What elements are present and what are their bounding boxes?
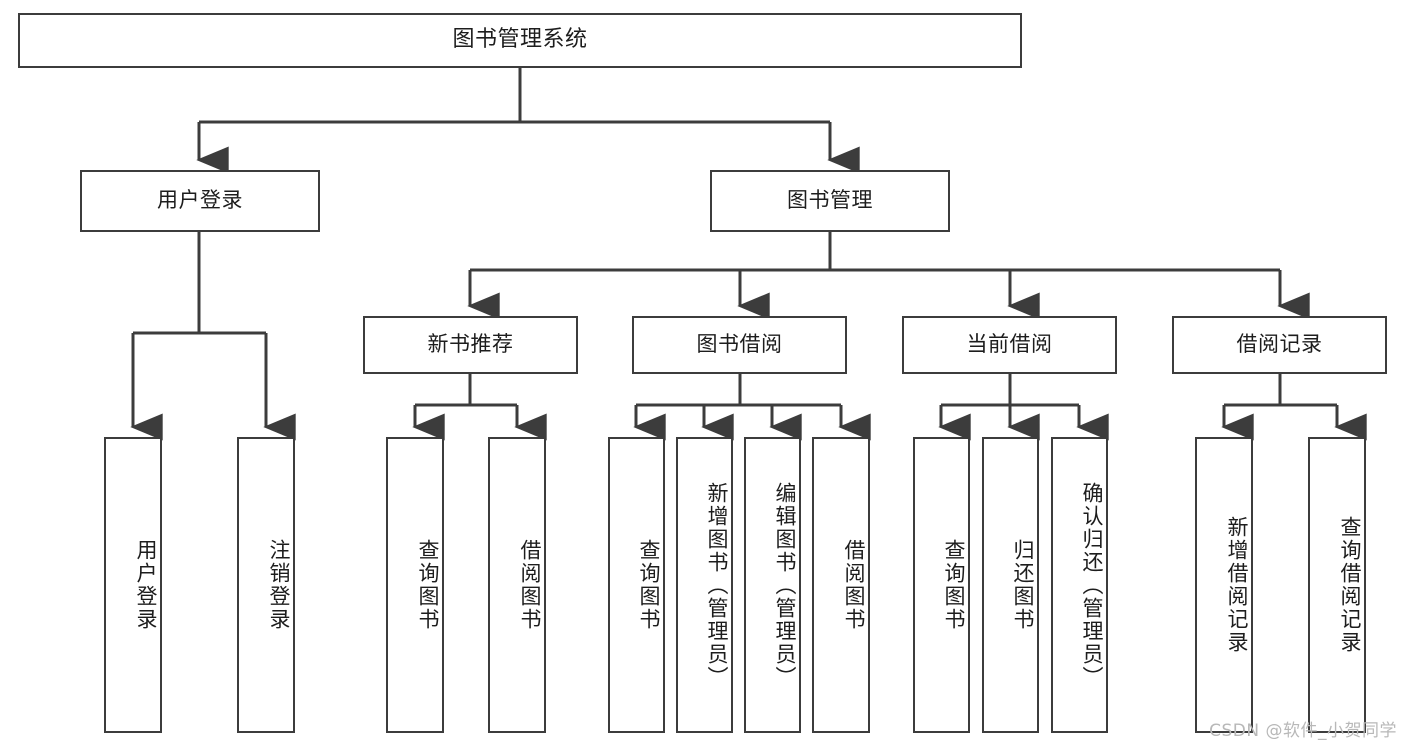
leaf-borrow-record-add[interactable]: 新增借阅记录 [1195,437,1253,733]
node-label: 归还图书 [1011,539,1035,631]
node-label: 图书管理系统 [452,27,588,53]
leaf-book-borrow-add[interactable]: 新增图书（管理员） [676,437,733,733]
node-label: 查询图书 [637,539,661,631]
node-label: 注销登录 [267,539,291,631]
node-label: 借阅记录 [1236,332,1323,357]
node-new-book-recommend[interactable]: 新书推荐 [363,316,578,374]
leaf-user-login-logout[interactable]: 注销登录 [237,437,295,733]
leaf-new-book-query[interactable]: 查询图书 [386,437,444,733]
node-book-borrow[interactable]: 图书借阅 [632,316,847,374]
leaf-borrow-record-query[interactable]: 查询借阅记录 [1308,437,1366,733]
node-label: 图书管理 [787,188,873,213]
node-current-borrow[interactable]: 当前借阅 [902,316,1117,374]
leaf-book-borrow-edit[interactable]: 编辑图书（管理员） [744,437,801,733]
leaf-current-borrow-confirm-return[interactable]: 确认归还（管理员） [1051,437,1108,733]
node-label: 借阅图书 [518,539,542,631]
leaf-user-login-login[interactable]: 用户登录 [104,437,162,733]
node-root-system[interactable]: 图书管理系统 [18,13,1022,68]
node-label: 编辑图书（管理员） [773,481,797,689]
leaf-book-borrow-query[interactable]: 查询图书 [608,437,665,733]
node-label: 当前借阅 [966,332,1053,357]
node-label: 新增图书（管理员） [705,481,729,689]
node-label: 查询借阅记录 [1338,516,1362,654]
node-label: 新书推荐 [427,332,514,357]
node-label: 借阅图书 [842,539,866,631]
node-label: 查询图书 [416,539,440,631]
watermark: CSDN @软件_小贺同学 [1209,721,1397,741]
leaf-current-borrow-return[interactable]: 归还图书 [982,437,1039,733]
node-label: 新增借阅记录 [1225,516,1249,654]
node-label: 确认归还（管理员） [1080,481,1104,689]
node-label: 用户登录 [134,539,158,631]
node-label: 用户登录 [157,188,243,213]
leaf-current-borrow-query[interactable]: 查询图书 [913,437,970,733]
node-user-login[interactable]: 用户登录 [80,170,320,232]
node-label: 查询图书 [942,539,966,631]
leaf-new-book-borrow[interactable]: 借阅图书 [488,437,546,733]
node-book-management[interactable]: 图书管理 [710,170,950,232]
node-label: 图书借阅 [696,332,783,357]
leaf-book-borrow-borrow[interactable]: 借阅图书 [812,437,870,733]
node-borrow-record[interactable]: 借阅记录 [1172,316,1387,374]
